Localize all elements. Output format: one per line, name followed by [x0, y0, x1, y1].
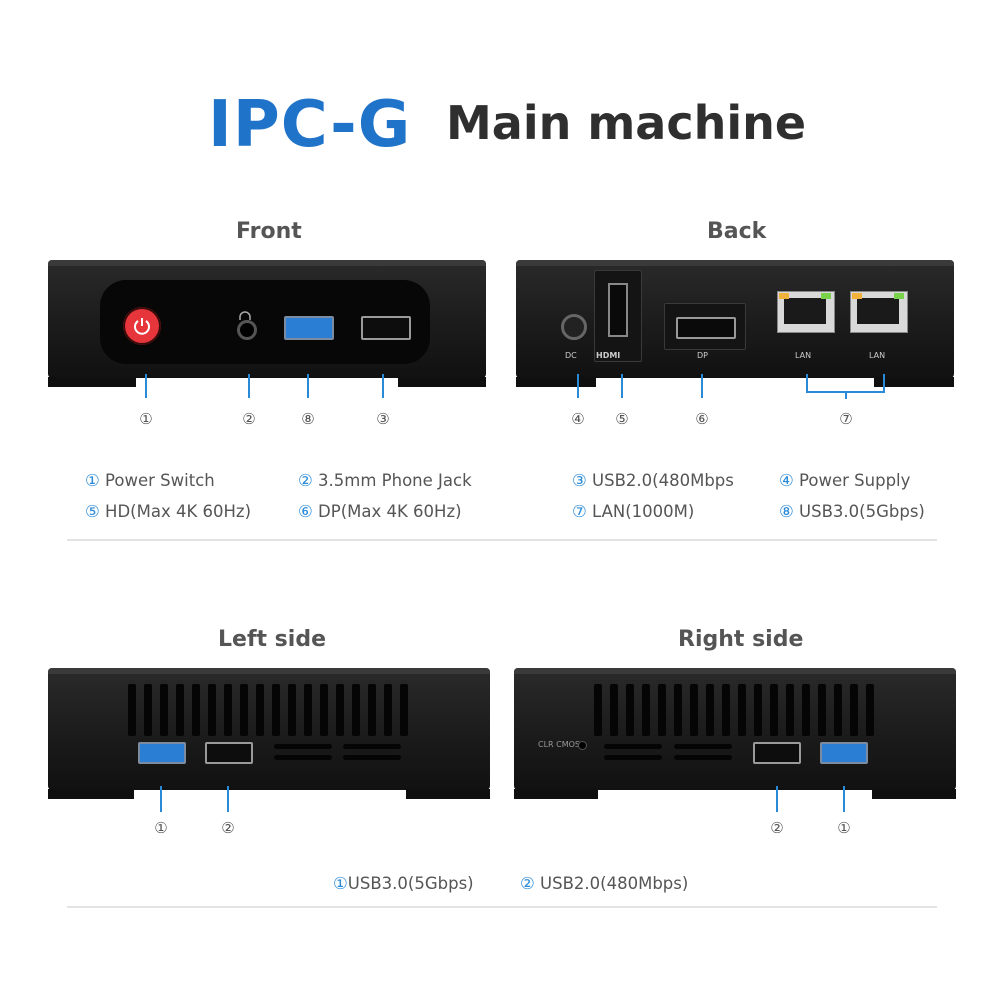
callout-line: [307, 374, 309, 398]
headphone-icon: [238, 306, 252, 325]
product-subtitle: Main machine: [446, 96, 807, 150]
usb3-port: [138, 742, 186, 764]
callout-number: ⑥: [695, 410, 709, 428]
callout-number: ③: [376, 410, 390, 428]
dc-label: DC: [565, 351, 577, 360]
callout-line: [621, 374, 623, 398]
dp-port: [676, 317, 736, 339]
usb2-port: [205, 742, 253, 764]
dp-label: DP: [697, 351, 708, 360]
legend-item: ④ Power Supply: [779, 471, 911, 490]
divider: [67, 906, 937, 908]
vent-slot: [604, 744, 662, 749]
back-view-label: Back: [707, 219, 767, 244]
audio-jack: [237, 320, 257, 340]
callout-line: [776, 786, 778, 812]
right-view-label: Right side: [678, 627, 804, 652]
callout-number: ②: [770, 819, 784, 837]
legend-item: ⑧ USB3.0(5Gbps): [779, 502, 925, 521]
callout-line: [160, 786, 162, 812]
vent-slot: [343, 755, 401, 760]
usb3-port: [284, 316, 334, 340]
clr-cmos-label: CLR CMOS: [538, 740, 581, 749]
device-top-edge: [48, 260, 486, 266]
vent-slot: [343, 744, 401, 749]
vent-slot: [674, 744, 732, 749]
lan-led: [779, 293, 789, 299]
lan-led: [852, 293, 862, 299]
legend-item: ⑤ HD(Max 4K 60Hz): [85, 502, 252, 521]
left-side-device-image: [48, 668, 490, 790]
device-foot: [872, 789, 956, 799]
divider: [67, 539, 937, 541]
power-icon: [134, 318, 150, 335]
device-foot: [398, 377, 486, 387]
device-foot: [406, 789, 490, 799]
vent-grille: [594, 684, 876, 736]
callout-line: [145, 374, 147, 398]
device-foot: [514, 789, 598, 799]
vent-grille: [128, 684, 410, 736]
lan-socket: [784, 298, 826, 324]
callout-number: ④: [571, 410, 585, 428]
legend-item: ①USB3.0(5Gbps): [333, 874, 474, 893]
device-top-edge: [514, 668, 956, 674]
callout-line: [806, 374, 808, 392]
lan-label-2: LAN: [869, 351, 886, 360]
callout-number: ①: [154, 819, 168, 837]
callout-line: [843, 786, 845, 812]
device-top-edge: [516, 260, 954, 266]
lan-led: [821, 293, 831, 299]
hdmi-label: HDMI: [596, 351, 621, 360]
callout-line: [845, 391, 847, 399]
callout-line: [227, 786, 229, 812]
legend-item: ② USB2.0(480Mbps): [520, 874, 689, 893]
vent-slot: [274, 744, 332, 749]
vent-slot: [274, 755, 332, 760]
dc-jack: [561, 314, 587, 340]
lan-label-1: LAN: [795, 351, 812, 360]
callout-number: ⑤: [615, 410, 629, 428]
front-view-label: Front: [236, 219, 302, 244]
device-top-edge: [48, 668, 490, 674]
legend-item: ③ USB2.0(480Mbps: [572, 471, 734, 490]
hdmi-port: [608, 283, 628, 337]
device-foot: [48, 377, 136, 387]
vent-slot: [674, 755, 732, 760]
legend-item: ⑦ LAN(1000M): [572, 502, 695, 521]
lan-socket: [857, 298, 899, 324]
product-title: IPC-G: [208, 88, 412, 162]
left-view-label: Left side: [218, 627, 326, 652]
callout-line: [577, 374, 579, 398]
legend-item: ② 3.5mm Phone Jack: [298, 471, 472, 490]
vent-slot: [604, 755, 662, 760]
usb2-port: [361, 316, 411, 340]
callout-line: [883, 374, 885, 392]
callout-line: [382, 374, 384, 398]
callout-number: ②: [221, 819, 235, 837]
callout-number: ⑧: [301, 410, 315, 428]
callout-line: [701, 374, 703, 398]
device-foot: [48, 789, 134, 799]
legend-item: ① Power Switch: [85, 471, 215, 490]
callout-number: ⑦: [839, 410, 853, 428]
legend-item: ⑥ DP(Max 4K 60Hz): [298, 502, 462, 521]
device-foot: [516, 377, 596, 387]
callout-number: ①: [139, 410, 153, 428]
power-button: [123, 307, 161, 345]
right-side-device-image: [514, 668, 956, 790]
callout-line: [248, 374, 250, 398]
device-foot: [874, 377, 954, 387]
callout-number: ①: [837, 819, 851, 837]
lan-led: [894, 293, 904, 299]
clr-cmos-hole: [578, 741, 587, 750]
usb3-port: [820, 742, 868, 764]
callout-number: ②: [242, 410, 256, 428]
usb2-port: [753, 742, 801, 764]
